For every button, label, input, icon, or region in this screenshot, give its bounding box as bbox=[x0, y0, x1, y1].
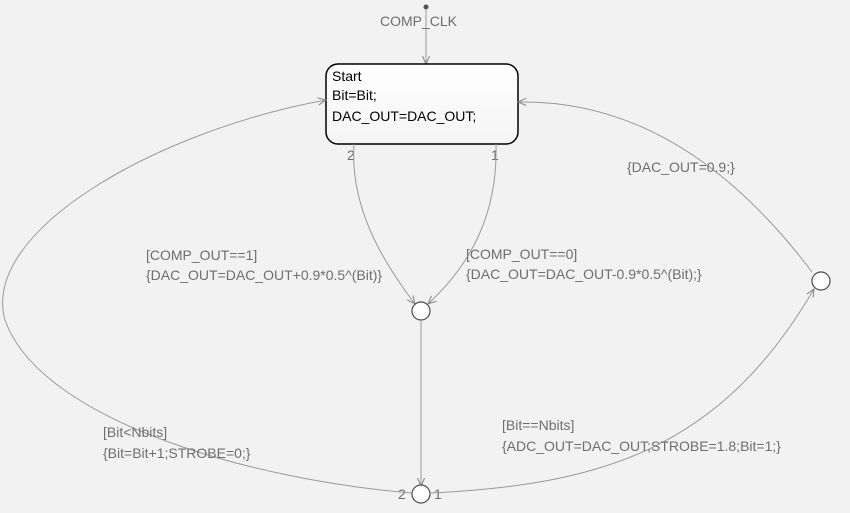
comp-low-action: {DAC_OUT=DAC_OUT-0.9*0.5^(Bit);} bbox=[466, 266, 702, 282]
comp-high-edge[interactable] bbox=[353, 143, 415, 304]
bottom-junction[interactable] bbox=[411, 484, 431, 504]
done-action: {ADC_OUT=DAC_OUT;STROBE=1.8;Bit=1;} bbox=[502, 438, 781, 454]
start-transition-order-2: 2 bbox=[347, 147, 355, 163]
comp-high-condition: [COMP_OUT==1] bbox=[146, 247, 257, 263]
done-condition: [Bit==Nbits] bbox=[502, 417, 574, 433]
done-order: 1 bbox=[434, 486, 442, 502]
loop-back-order: 2 bbox=[398, 486, 406, 502]
comp-high-action: {DAC_OUT=DAC_OUT+0.9*0.5^(Bit)} bbox=[146, 267, 382, 283]
reset-action: {DAC_OUT=0.9;} bbox=[627, 159, 735, 175]
start-state[interactable]: Start Bit=Bit; DAC_OUT=DAC_OUT; bbox=[325, 63, 519, 145]
default-transition-event: COMP_CLK bbox=[380, 13, 458, 29]
comp-low-condition: [COMP_OUT==0] bbox=[466, 246, 577, 262]
start-state-action-1: Bit=Bit; bbox=[332, 87, 377, 103]
middle-junction[interactable] bbox=[411, 301, 431, 321]
loop-back-condition: [Bit<Nbits] bbox=[103, 424, 167, 440]
start-state-name: Start bbox=[332, 68, 362, 84]
start-transition-order-1: 1 bbox=[491, 147, 499, 163]
done-edge[interactable] bbox=[429, 289, 814, 494]
right-junction[interactable] bbox=[811, 271, 831, 291]
default-transition-dot bbox=[423, 4, 429, 10]
loop-back-edge[interactable] bbox=[2, 100, 413, 494]
loop-back-action: {Bit=Bit+1;STROBE=0;} bbox=[103, 445, 251, 461]
start-state-action-2: DAC_OUT=DAC_OUT; bbox=[332, 108, 476, 124]
comp-low-edge[interactable] bbox=[428, 143, 497, 304]
reset-edge[interactable] bbox=[518, 102, 813, 273]
